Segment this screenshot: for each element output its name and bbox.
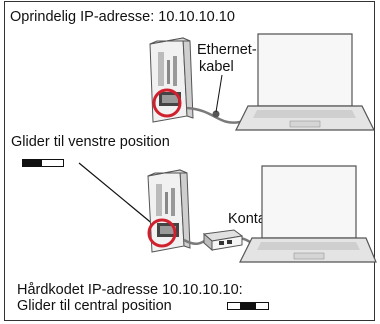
laptop-icon-bottom xyxy=(239,165,377,263)
laptop-icon-top xyxy=(235,33,375,131)
ip-device-icon-bottom xyxy=(147,169,191,253)
slider-left-position-icon xyxy=(22,159,64,167)
slider-center-caption: Glider til central position xyxy=(17,298,172,314)
cable-plug-icon xyxy=(212,110,220,118)
slider-highlight-circle-top xyxy=(152,88,182,118)
ethernet-label-pointer xyxy=(215,74,223,113)
slider-highlight-circle-bottom xyxy=(147,218,177,248)
diagram-frame xyxy=(4,1,375,321)
original-ip-label: Oprindelig IP-adresse: 10.10.10.10 xyxy=(10,9,235,25)
hardcoded-ip-label: Hårdkodet IP-adresse 10.10.10.10: xyxy=(17,282,243,298)
slider-pointer-line xyxy=(78,162,161,231)
ethernet-label-line1: Ethernet- xyxy=(197,42,257,58)
network-switch-icon xyxy=(202,229,244,252)
ip-device-icon xyxy=(149,37,194,123)
slider-center-position-icon xyxy=(227,302,269,310)
slider-left-caption: Glider til venstre position xyxy=(11,134,170,150)
ethernet-label-line2: kabel xyxy=(199,59,234,75)
